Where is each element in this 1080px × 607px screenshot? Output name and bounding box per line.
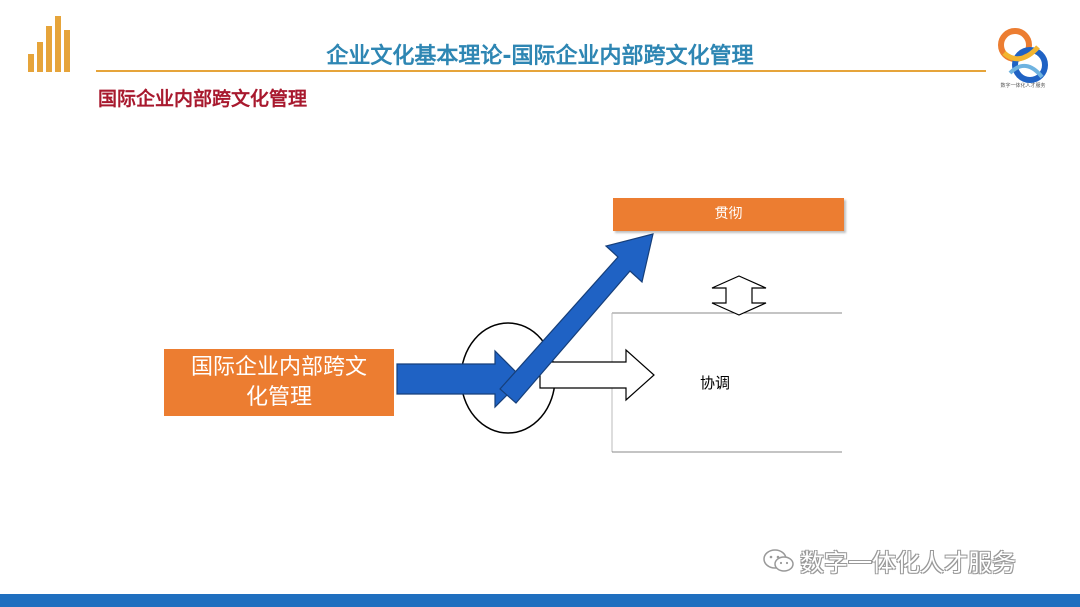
slide-title: 企业文化基本理论-国际企业内部跨文化管理: [326, 44, 754, 69]
brand-caption: 数字一体化人才服务: [1000, 83, 1046, 89]
footer-bar: [0, 594, 1080, 607]
bar-chart-logo-icon: [28, 16, 70, 72]
watermark: 数字一体化人才服务: [762, 543, 1016, 578]
horizontal-blue-arrow: [396, 349, 524, 409]
coordination-arrow: [539, 348, 655, 402]
diagonal-blue-arrow: [499, 233, 654, 404]
implement-box: 贯彻: [613, 198, 844, 231]
main-concept-box: 国际企业内部跨文化管理: [164, 349, 394, 416]
double-vertical-arrow: [711, 275, 767, 316]
wechat-icon: [763, 548, 794, 572]
title-underline: [96, 70, 986, 72]
watermark-text: 数字一体化人才服务: [800, 549, 1016, 577]
brand-logo-icon: [998, 28, 1048, 83]
main-concept-label: 国际企业内部跨文化管理: [190, 354, 367, 410]
coordination-label: 协调: [700, 374, 731, 392]
section-heading: 国际企业内部跨文化管理: [98, 88, 308, 110]
